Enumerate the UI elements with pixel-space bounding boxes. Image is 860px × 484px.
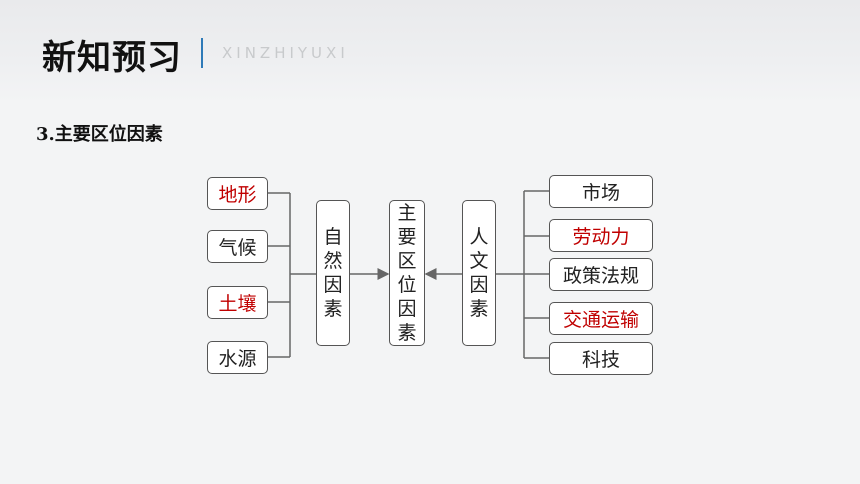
factor-soil: 土壤 (207, 286, 268, 319)
factor-market: 市场 (549, 175, 653, 208)
factor-water: 水源 (207, 341, 268, 374)
human-group-label: 人文因素 (469, 226, 489, 320)
human-factors-group: 人文因素 (462, 200, 496, 346)
factor-technology: 科技 (549, 342, 653, 375)
section-title: 3.主要区位因素 (36, 124, 163, 145)
main-location-factors: 主要区位因素 (389, 200, 425, 346)
factor-labor: 劳动力 (549, 219, 653, 252)
natural-group-label: 自然因素 (323, 226, 343, 320)
page-title: 新知预习 (42, 38, 182, 78)
center-label: 主要区位因素 (397, 202, 417, 344)
factor-terrain: 地形 (207, 177, 268, 210)
header-bar: 新知预习 XINZHIYUXI (0, 0, 860, 102)
factor-policy: 政策法规 (549, 258, 653, 291)
factor-transport: 交通运输 (549, 302, 653, 335)
factor-climate: 气候 (207, 230, 268, 263)
title-divider (201, 38, 203, 68)
natural-factors-group: 自然因素 (316, 200, 350, 346)
page-subtitle: XINZHIYUXI (222, 44, 349, 62)
